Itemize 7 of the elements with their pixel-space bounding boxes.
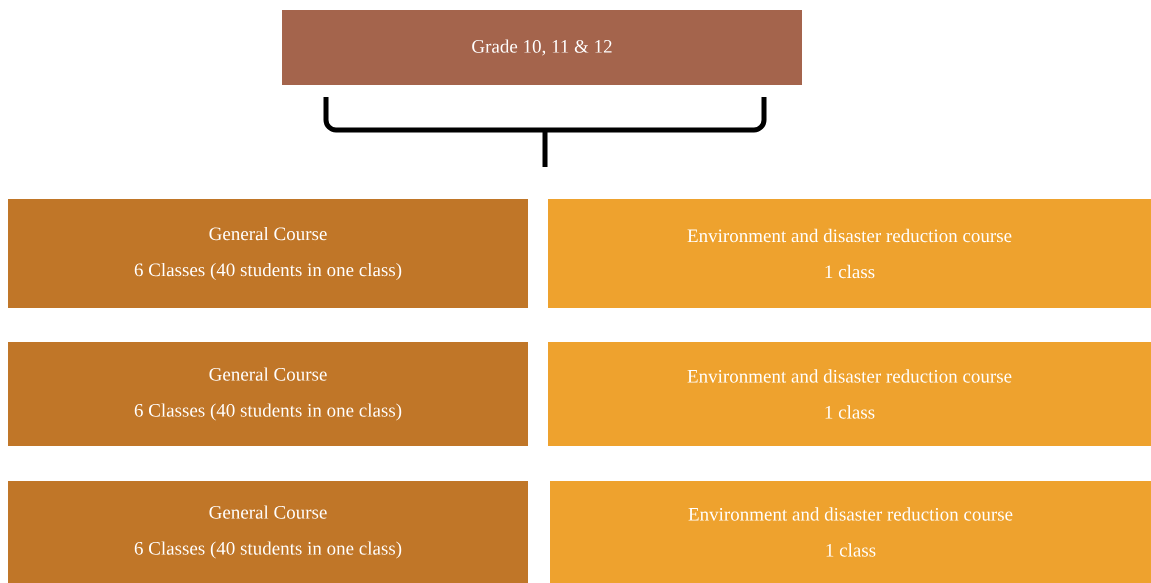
course-box: General Course 6 Classes (40 students in one class)	[8, 342, 528, 446]
course-box: Environment and disaster reduction course 1 class	[550, 481, 1151, 583]
course-box: General Course 6 Classes (40 students in one class)	[8, 199, 528, 308]
course-box: General Course 6 Classes (40 students in one class)	[8, 481, 528, 583]
course-box: Environment and disaster reduction course 1 class	[548, 199, 1151, 308]
course-box: Environment and disaster reduction course 1 class	[548, 342, 1151, 446]
grade-box: Grade 10, 11 & 12	[282, 10, 802, 85]
